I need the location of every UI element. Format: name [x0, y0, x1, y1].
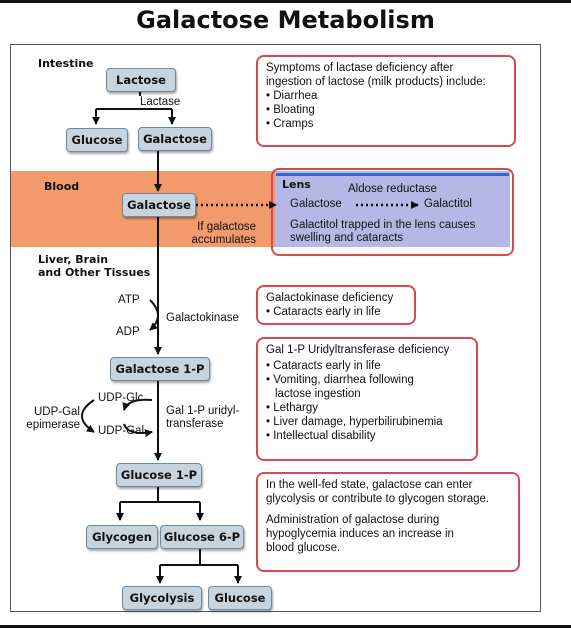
note-galactokinase-deficiency: Galactokinase deficiency Cataracts early… — [256, 285, 416, 325]
lens-note-line1: Galactitol trapped in the lens causes — [290, 219, 476, 231]
label-transferase: Gal 1-P uridyl- transferase — [166, 405, 239, 431]
node-glycogen: Glycogen — [86, 525, 158, 549]
label-lens-galactose: Galactose — [290, 198, 342, 210]
region-liver-line2: and Other Tissues — [38, 266, 151, 279]
label-transferase-line2: transferase — [166, 418, 224, 430]
label-epimerase-line2: epimerase — [26, 419, 80, 431]
region-liver-line1: Liver, Brain — [38, 253, 109, 266]
list-item: Intellectual disability — [266, 429, 468, 443]
list-item: Liver damage, hyperbilirubinemia — [266, 415, 468, 429]
udp-glc-curve — [122, 398, 153, 411]
label-epimerase-line1: UDP-Gal — [33, 406, 80, 418]
note-fed-para2-line1: Administration of galactose during — [266, 514, 440, 526]
note-transferase-deficiency: Gal 1-P Uridyltransferase deficiency Cat… — [256, 337, 478, 461]
note-transferase-list: Cataracts early in life Vomiting, diarrh… — [266, 359, 468, 443]
label-atp: ATP — [118, 294, 140, 306]
list-item: Bloating — [266, 103, 506, 117]
node-lactose: Lactose — [106, 68, 176, 92]
note-lactase-header-line2: ingestion of lactose (milk products) inc… — [266, 76, 486, 88]
list-item: Cataracts early in life — [266, 359, 468, 373]
region-intestine: Intestine — [38, 57, 94, 70]
list-item: Lethargy — [266, 401, 468, 415]
label-epimerase: UDP-Gal epimerase — [24, 406, 80, 432]
node-galactose-intestine: Galactose — [138, 127, 212, 151]
lens-note: Galactitol trapped in the lens causes sw… — [290, 219, 475, 245]
label-if-accumulates: If galactose accumulates — [176, 221, 256, 247]
list-item: Diarrhea — [266, 89, 506, 103]
lens-note-line2: swelling and cataracts — [290, 232, 404, 244]
note-fed-state: In the well-fed state, galactose can ent… — [256, 472, 520, 572]
note-lactase-list: Diarrhea Bloating Cramps — [266, 89, 506, 131]
note-lactase-deficiency: Symptoms of lactase deficiency after ing… — [256, 55, 516, 147]
node-glucose-end: Glucose — [208, 586, 272, 610]
node-glucose-1p: Glucose 1-P — [116, 463, 202, 487]
note-fed-para2-line3: blood glucose. — [266, 542, 341, 554]
label-udp-glc: UDP-Glc — [98, 392, 144, 404]
label-transferase-line1: Gal 1-P uridyl- — [166, 405, 240, 417]
label-aldose-reductase: Aldose reductase — [348, 183, 437, 195]
note-lactase-header-line1: Symptoms of lactase deficiency after — [266, 62, 454, 74]
node-glycolysis: Glycolysis — [122, 586, 202, 610]
label-if-accumulates-line2: accumulates — [191, 234, 256, 246]
node-glucose-6p: Glucose 6-P — [160, 525, 244, 549]
list-item: Cramps — [266, 117, 506, 131]
label-lactase: Lactase — [138, 96, 183, 108]
label-adp: ADP — [116, 326, 140, 338]
note-fed-para2-line2: hypoglycemia induces an increase in — [266, 528, 454, 540]
list-item: Vomiting, diarrhea following lactose ing… — [266, 373, 468, 401]
node-glucose-intestine: Glucose — [66, 128, 128, 152]
lens-box — [271, 168, 514, 256]
note-transferase-header: Gal 1-P Uridyltransferase deficiency — [266, 344, 450, 356]
note-galactokinase-list: Cataracts early in life — [266, 305, 406, 319]
node-galactose-1p: Galactose 1-P — [110, 357, 210, 381]
lens-top-line — [276, 173, 509, 176]
label-galactitol: Galactitol — [424, 198, 472, 210]
note-fed-para1-line1: In the well-fed state, galactose can ent… — [266, 479, 473, 491]
label-galactokinase: Galactokinase — [166, 312, 239, 324]
bottom-rule — [0, 625, 571, 628]
note-fed-para1-line2: glycolysis or contribute to glycogen sto… — [266, 493, 490, 505]
page-title: Galactose Metabolism — [136, 6, 435, 34]
region-blood: Blood — [44, 180, 80, 193]
lens-band — [275, 171, 510, 247]
label-if-accumulates-line1: If galactose — [197, 221, 256, 233]
udp-gal-curve — [123, 423, 153, 438]
top-rule — [0, 0, 571, 3]
epimerase-curve — [81, 399, 95, 433]
atp-adp-curve — [149, 299, 159, 331]
list-item: Cataracts early in life — [266, 305, 406, 319]
region-lens: Lens — [282, 178, 311, 191]
node-galactose-blood: Galactose — [122, 193, 196, 217]
label-udp-gal: UDP-Gal — [98, 425, 145, 437]
note-galactokinase-header: Galactokinase deficiency — [266, 292, 394, 304]
